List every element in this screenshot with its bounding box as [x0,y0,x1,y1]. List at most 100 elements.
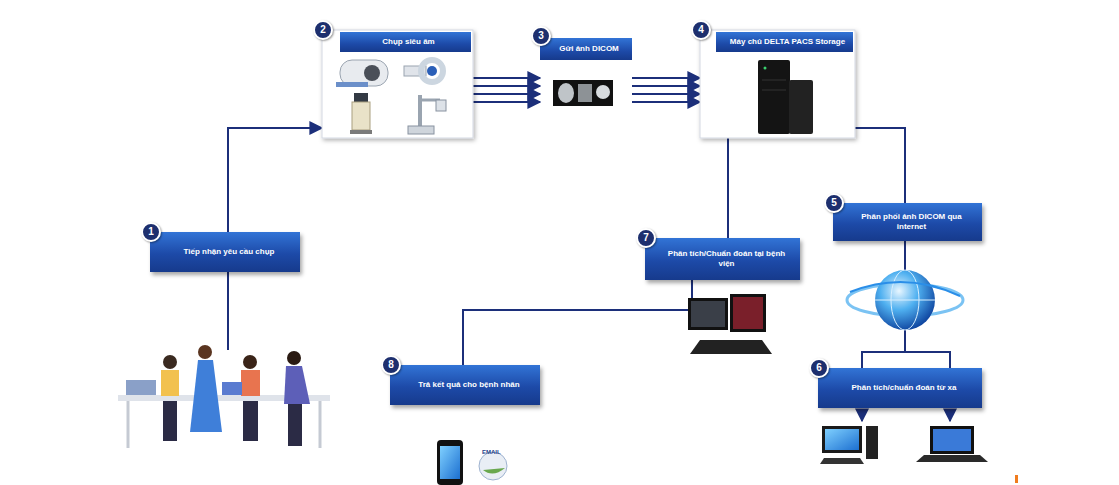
imaging-machines [336,82,368,87]
server-icon [762,80,786,81]
step-panel: 3Gửi ảnh DICOM [540,36,632,108]
imaging-machines [436,100,446,111]
imaging-machines [364,65,380,81]
workstation-monitors [733,297,763,329]
connector-line [632,93,700,95]
office-team [284,366,310,404]
office-team [118,272,330,448]
dicom-image [553,80,613,106]
connector-line [727,138,729,238]
office-team [243,401,258,441]
phone-email-icon [440,446,460,479]
panel-background [700,30,855,138]
server-icon [762,90,786,91]
office-team [190,360,222,432]
callout-number: 2 [313,20,333,40]
connector-line [632,101,700,103]
remote-computers [866,426,878,459]
step-box: 7Phân tích/Chuẩn đoán tại bệnh viện [645,238,800,280]
panel-header: Máy chủ DELTA PACS Storage [716,32,853,52]
office-team [126,380,156,395]
flow-connector [728,138,729,238]
remote-computers [949,410,951,421]
office-team [287,351,301,365]
server-icon [789,80,813,134]
remote-computers [822,426,862,453]
dicom-image [553,80,613,106]
imaging-machines [350,130,372,134]
remote-computers [930,426,974,454]
corner-mark [1015,475,1018,483]
office-team [243,355,257,369]
callout-number: 3 [531,26,551,46]
dicom-image [578,84,592,102]
workstation-monitors [730,294,766,332]
panel-background [322,30,855,138]
phone-email-icon [483,468,505,474]
flow-connector [632,78,700,102]
flow-connector [463,280,692,365]
connector-line [473,77,540,79]
remote-computers [861,410,863,421]
office-team [241,370,260,396]
imaging-machines [336,60,446,134]
dicom-image [558,83,574,103]
workstation-monitors [690,340,772,354]
remote-computers [933,429,971,451]
remote-computers [825,429,859,450]
step-box: 8Trả kết quả cho bệnh nhân [390,365,540,405]
globe-icon [850,282,960,296]
connector-line [473,93,540,95]
office-team [198,345,212,359]
server-icon [758,60,790,134]
callout-number: 1 [141,222,161,242]
step-box: 6Phân tích/chuẩn đoán từ xa [818,368,982,408]
globe-icon [875,300,935,301]
office-team [288,404,302,446]
phone-email-icon [437,440,463,485]
flow-connector [228,128,322,232]
panel-header: Gửi ảnh DICOM [540,38,632,60]
remote-computers [916,455,988,462]
imaging-machines [427,66,437,76]
office-team [127,401,130,448]
step-label: Phân phối ảnh DICOM qua internet [851,212,972,233]
office-team [163,355,177,369]
callout-number: 5 [824,193,844,213]
office-team [319,401,322,448]
connector-line [473,85,540,87]
workstation-monitors [691,301,725,327]
connector-line [473,101,540,103]
office-team [222,382,242,395]
imaging-machines [354,93,368,102]
connector-line [855,128,905,203]
callout-number: 6 [809,358,829,378]
flow-connector [473,78,540,102]
step-label: Phân tích/Chuẩn đoán tại bệnh viện [663,249,790,270]
callout-number: 7 [636,228,656,248]
flow-connector [862,241,950,368]
globe-icon [875,270,935,330]
connector-line [905,352,950,368]
connector-line [632,85,700,87]
remote-computers [820,458,864,464]
corner-mark [1015,475,1018,483]
flow-connector [855,128,905,203]
step-label: Tiếp nhận yêu cầu chụp [184,247,275,257]
imaging-machines [408,126,434,134]
step-panel: 4Máy chủ DELTA PACS Storage [700,30,855,138]
panel-background [322,30,473,138]
globe-icon [847,270,963,330]
phone-email-icon [437,440,507,485]
imaging-machines [421,60,443,82]
server-icon [758,60,813,134]
connector-line [632,77,700,79]
panel-header: Chụp siêu âm [340,32,471,52]
step-box: 1Tiếp nhận yêu cầu chụp [150,232,300,272]
callout-number: 4 [691,20,711,40]
icon-caption: EMAIL [482,449,501,455]
office-team [227,272,229,350]
step-box: 5Phân phối ảnh DICOM qua internet [833,203,982,241]
imaging-machines [352,102,370,130]
